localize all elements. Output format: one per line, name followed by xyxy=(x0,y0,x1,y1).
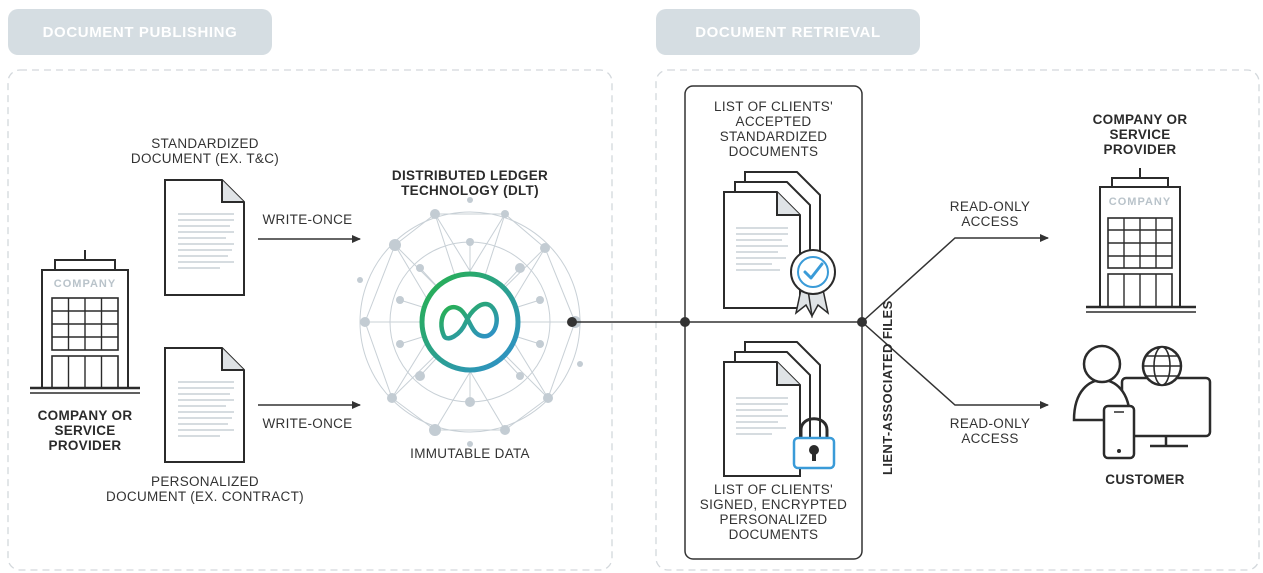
building-sign: COMPANY xyxy=(54,278,116,290)
provider-label-right: COMPANY OR SERVICE PROVIDER xyxy=(1092,112,1188,157)
write-once-label-1: WRITE-ONCE xyxy=(262,212,353,227)
read-only-label-2: READ-ONLY ACCESS xyxy=(949,416,1031,446)
read-only-label-1: READ-ONLY ACCESS xyxy=(949,199,1031,229)
building-icon xyxy=(30,250,140,394)
section-header-retrieval: DOCUMENT RETRIEVAL xyxy=(656,9,920,55)
read-only-arrow-1 xyxy=(861,234,1049,323)
write-once-label-2: WRITE-ONCE xyxy=(262,416,353,431)
globe-icon xyxy=(1141,345,1183,387)
section-header-publishing: DOCUMENT PUBLISHING xyxy=(8,9,272,55)
provider-label-left: COMPANY OR SERVICE PROVIDER xyxy=(37,408,133,453)
document-icon xyxy=(164,347,245,463)
immutable-data-label: IMMUTABLE DATA xyxy=(410,446,530,461)
customer-icon xyxy=(1072,344,1212,460)
dlt-logo-mark xyxy=(439,301,499,341)
standardized-doc-label: STANDARDIZED DOCUMENT (EX. T&C) xyxy=(130,136,280,166)
phone-icon xyxy=(1102,404,1136,460)
personalized-doc-label: PERSONALIZED DOCUMENT (EX. CONTRACT) xyxy=(106,474,304,504)
building-sign-right: COMPANY xyxy=(1109,196,1171,208)
building-icon xyxy=(1086,168,1196,313)
dlt-title: DISTRIBUTED LEDGER TECHNOLOGY (DLT) xyxy=(391,168,549,198)
accepted-documents-label: LIST OF CLIENTS' ACCEPTED STANDARDIZED D… xyxy=(714,99,833,159)
customer-label: CUSTOMER xyxy=(1105,472,1185,487)
client-associated-files-label: LIENT-ASSOCIATED FILES xyxy=(880,300,895,475)
read-only-arrow-2 xyxy=(861,321,1049,409)
signed-documents-label: LIST OF CLIENTS' SIGNED, ENCRYPTED PERSO… xyxy=(699,482,848,542)
certificate-badge-icon xyxy=(790,249,836,319)
retrieval-frame xyxy=(655,69,1260,571)
publishing-frame xyxy=(7,69,613,571)
padlock-icon xyxy=(792,417,836,470)
